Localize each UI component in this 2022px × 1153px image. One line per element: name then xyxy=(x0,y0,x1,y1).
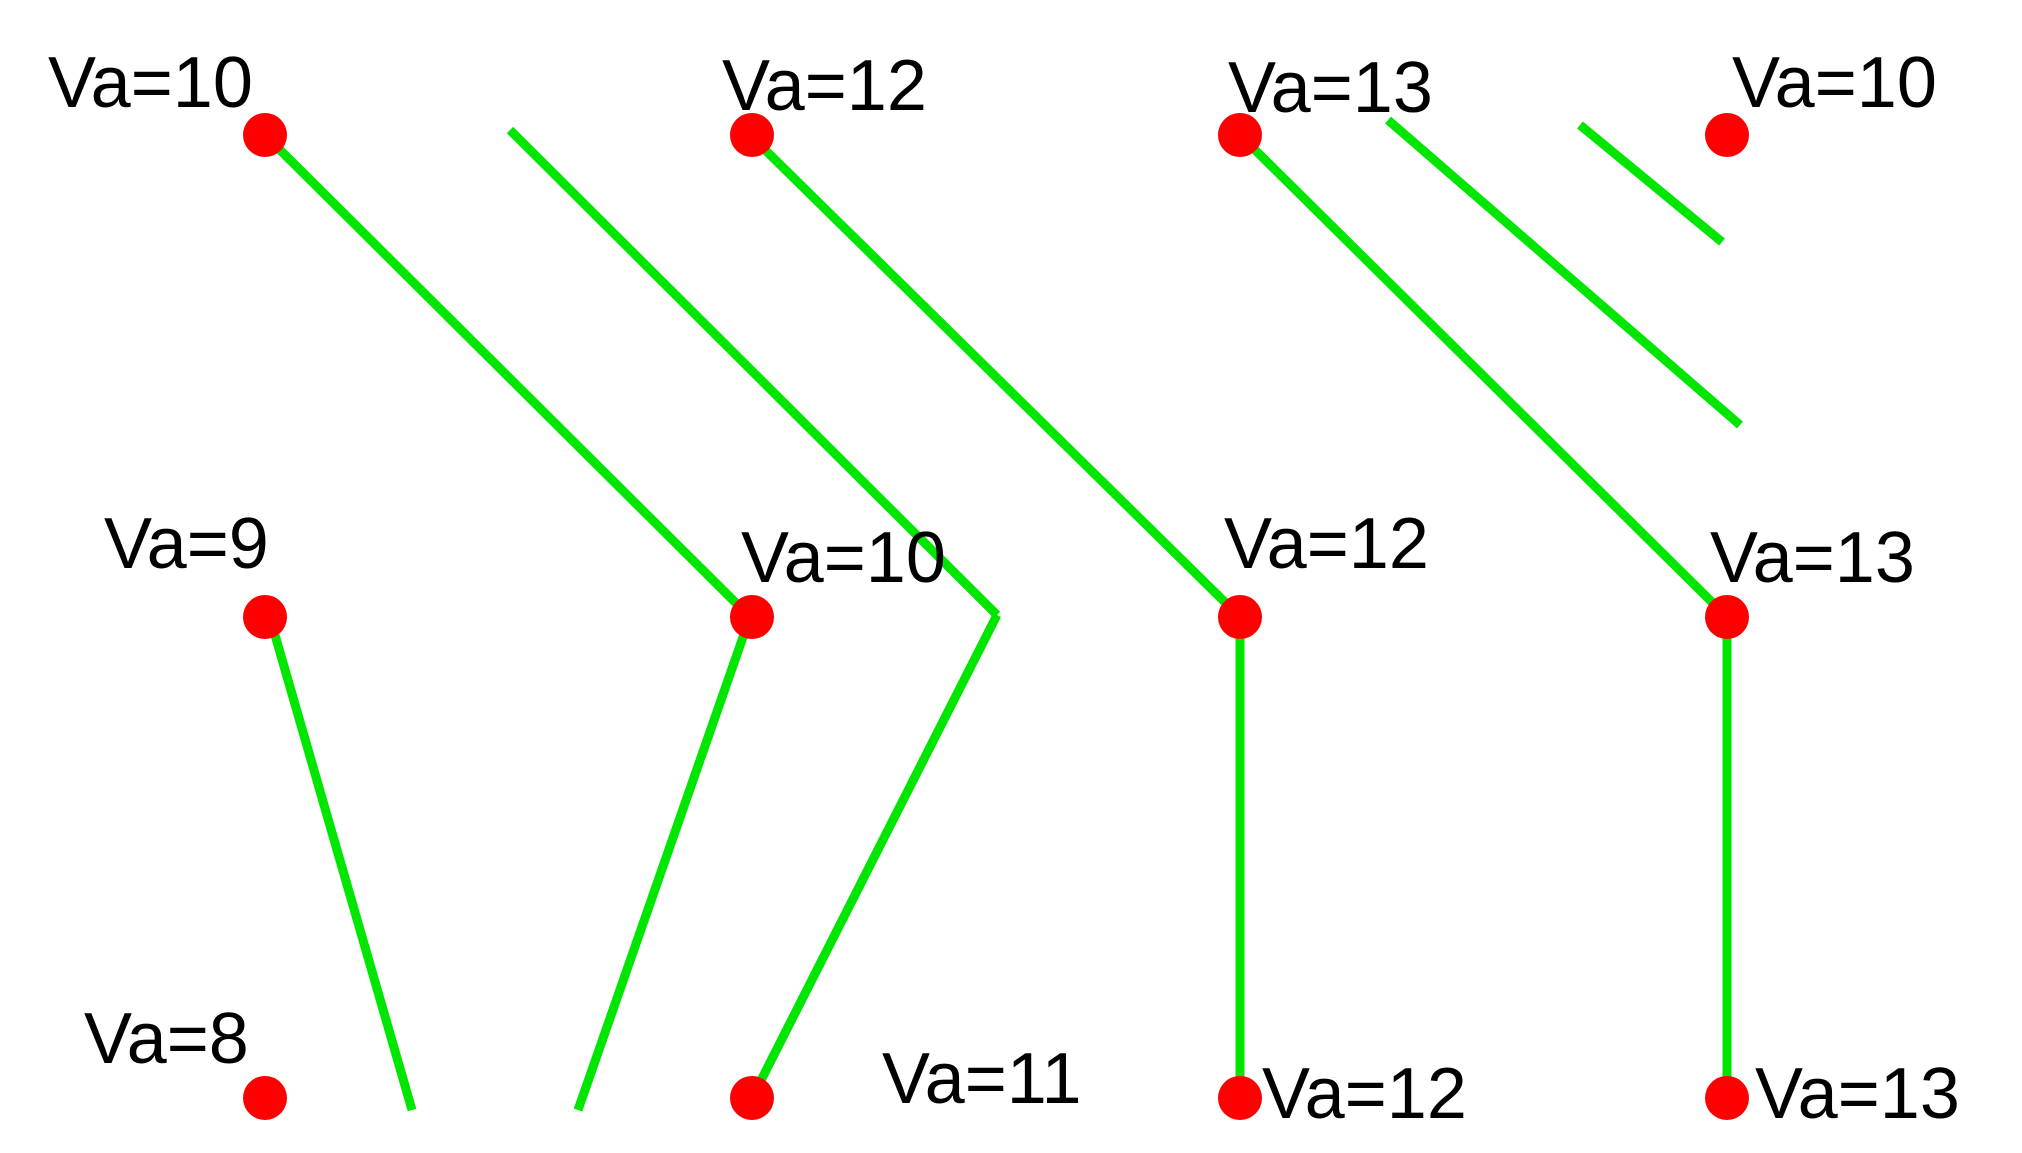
node-label: Va=10 xyxy=(48,43,253,123)
path-segment xyxy=(1577,121,1725,246)
node-point xyxy=(730,113,774,157)
node-point xyxy=(1218,113,1262,157)
path-segment xyxy=(573,615,755,1112)
node-point xyxy=(243,595,287,639)
path-segment xyxy=(747,612,1002,1101)
node-label: Va=10 xyxy=(741,518,946,598)
path-segment xyxy=(1236,131,1731,621)
node-label: Va=8 xyxy=(84,999,249,1079)
node-point xyxy=(1705,113,1749,157)
node-point xyxy=(243,113,287,157)
node-label: Va=12 xyxy=(1224,504,1429,584)
node-label: Va=10 xyxy=(1732,43,1937,123)
node-label: Va=12 xyxy=(1262,1054,1467,1134)
node-point xyxy=(1218,1076,1262,1120)
node-point xyxy=(730,595,774,639)
node-label: Va=13 xyxy=(1755,1054,1960,1134)
path-segment xyxy=(261,131,754,621)
node-label: Va=13 xyxy=(1228,48,1433,128)
node-label: Va=12 xyxy=(722,46,927,126)
free-label: Va=11 xyxy=(882,1039,1082,1119)
node-point xyxy=(1705,1076,1749,1120)
nodes xyxy=(243,113,1749,1120)
path-segment xyxy=(746,131,1244,621)
node-point xyxy=(730,1076,774,1120)
node-label: Va=9 xyxy=(104,504,269,584)
node-point xyxy=(243,1076,287,1120)
node-labels: Va=10 Va=12 Va=13 Va=10 Va=9 Va=10 Va=12… xyxy=(48,43,1960,1134)
path-segment xyxy=(1385,116,1743,429)
node-label: Va=13 xyxy=(1710,518,1915,598)
path-segment xyxy=(270,633,417,1112)
path-segment xyxy=(506,126,1001,619)
node-point xyxy=(1218,595,1262,639)
node-point xyxy=(1705,595,1749,639)
path-segments xyxy=(261,116,1743,1112)
